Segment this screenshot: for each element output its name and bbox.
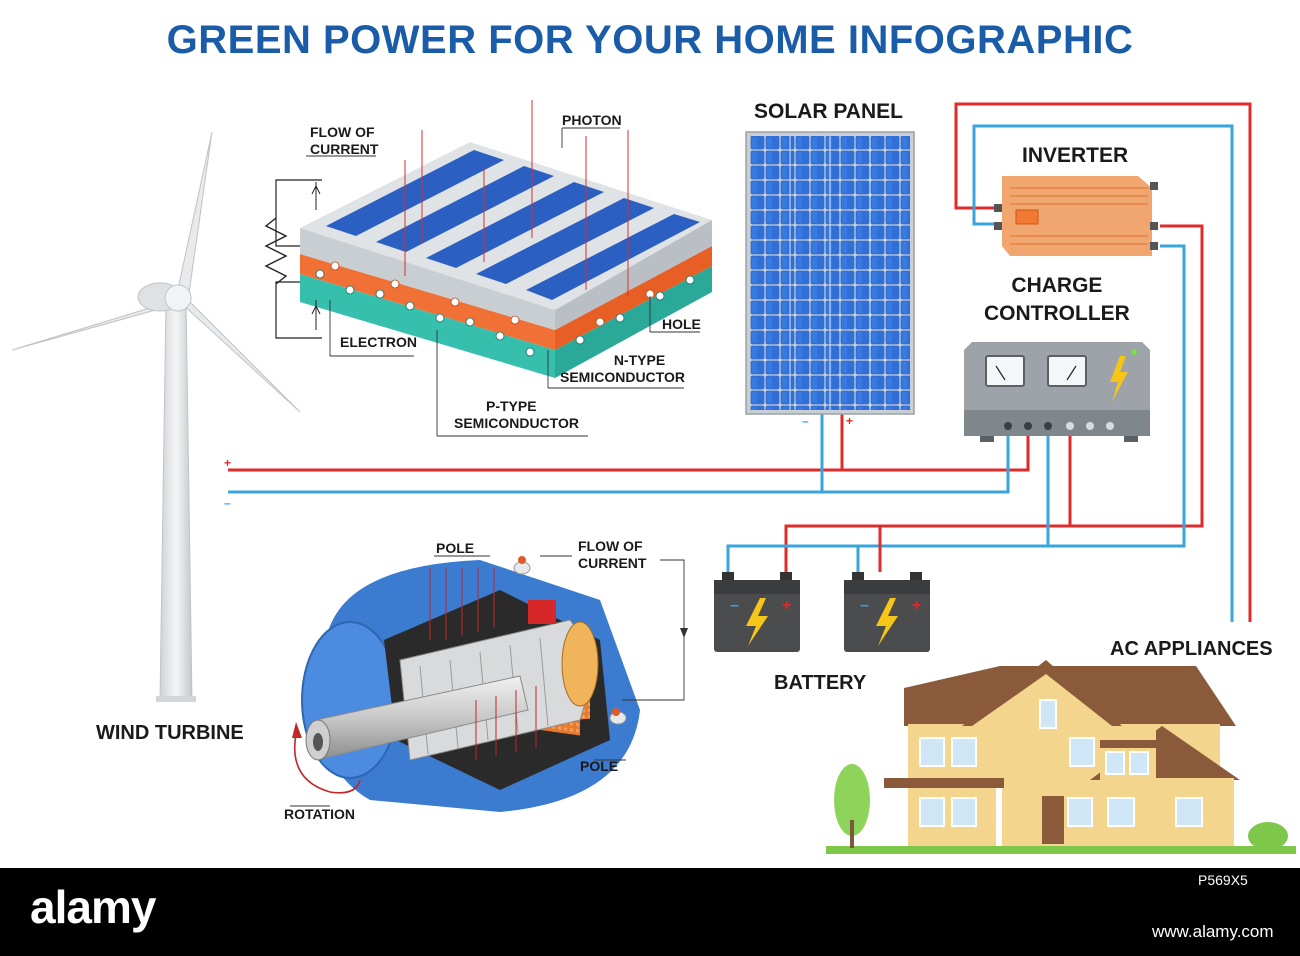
solar-panel — [745, 131, 915, 415]
page-title: GREEN POWER FOR YOUR HOME INFOGRAPHIC — [166, 18, 1134, 62]
wind-turbine — [11, 131, 301, 702]
solar-cell-diagram — [264, 100, 712, 437]
wind-turbine-label: WIND TURBINE — [96, 722, 244, 744]
svg-text:+: + — [912, 597, 921, 614]
charge-controller — [964, 342, 1150, 442]
turbine-negative-wire — [228, 436, 1010, 494]
pole-label-top: POLE — [436, 540, 475, 556]
site-url: www.alamy.com — [1152, 922, 1274, 941]
svg-text:+: + — [782, 597, 791, 614]
panel-minus-sign: – — [802, 414, 809, 428]
ac-positive-wire — [954, 102, 1252, 622]
pole-label-bottom: POLE — [580, 758, 619, 774]
wiring — [228, 102, 1252, 622]
plus-sign: + — [224, 456, 232, 470]
house — [826, 660, 1296, 854]
svg-text:–: – — [860, 597, 869, 614]
watermark-footer: alamy P569X5 www.alamy.com — [0, 868, 1300, 956]
inverter — [994, 176, 1158, 256]
generator-diagram — [290, 555, 688, 812]
electron-label: ELECTRON — [340, 334, 417, 350]
ac-appliances-label: AC APPLIANCES — [1110, 638, 1273, 660]
battery-2: – + — [844, 572, 930, 652]
ac-negative-wire — [972, 124, 1234, 622]
image-id: P569X5 — [1198, 872, 1248, 888]
panel-plus-sign: + — [846, 414, 854, 428]
inverter-label: INVERTER — [1022, 144, 1129, 167]
rotation-label: ROTATION — [284, 806, 356, 822]
battery-negative-wire — [726, 436, 1050, 572]
battery-positive-wire — [784, 436, 1072, 572]
infographic-artwork: – + – + — [11, 100, 1296, 854]
minus-sign: – — [224, 496, 231, 510]
battery-label: BATTERY — [774, 672, 867, 694]
photon-label: PHOTON — [562, 112, 622, 128]
svg-text:–: – — [730, 597, 739, 614]
hole-label: HOLE — [662, 316, 701, 332]
turbine-positive-wire — [228, 436, 1030, 472]
battery-1: – + — [714, 572, 800, 652]
brand-logo: alamy — [30, 881, 156, 933]
solar-panel-label: SOLAR PANEL — [754, 100, 903, 123]
